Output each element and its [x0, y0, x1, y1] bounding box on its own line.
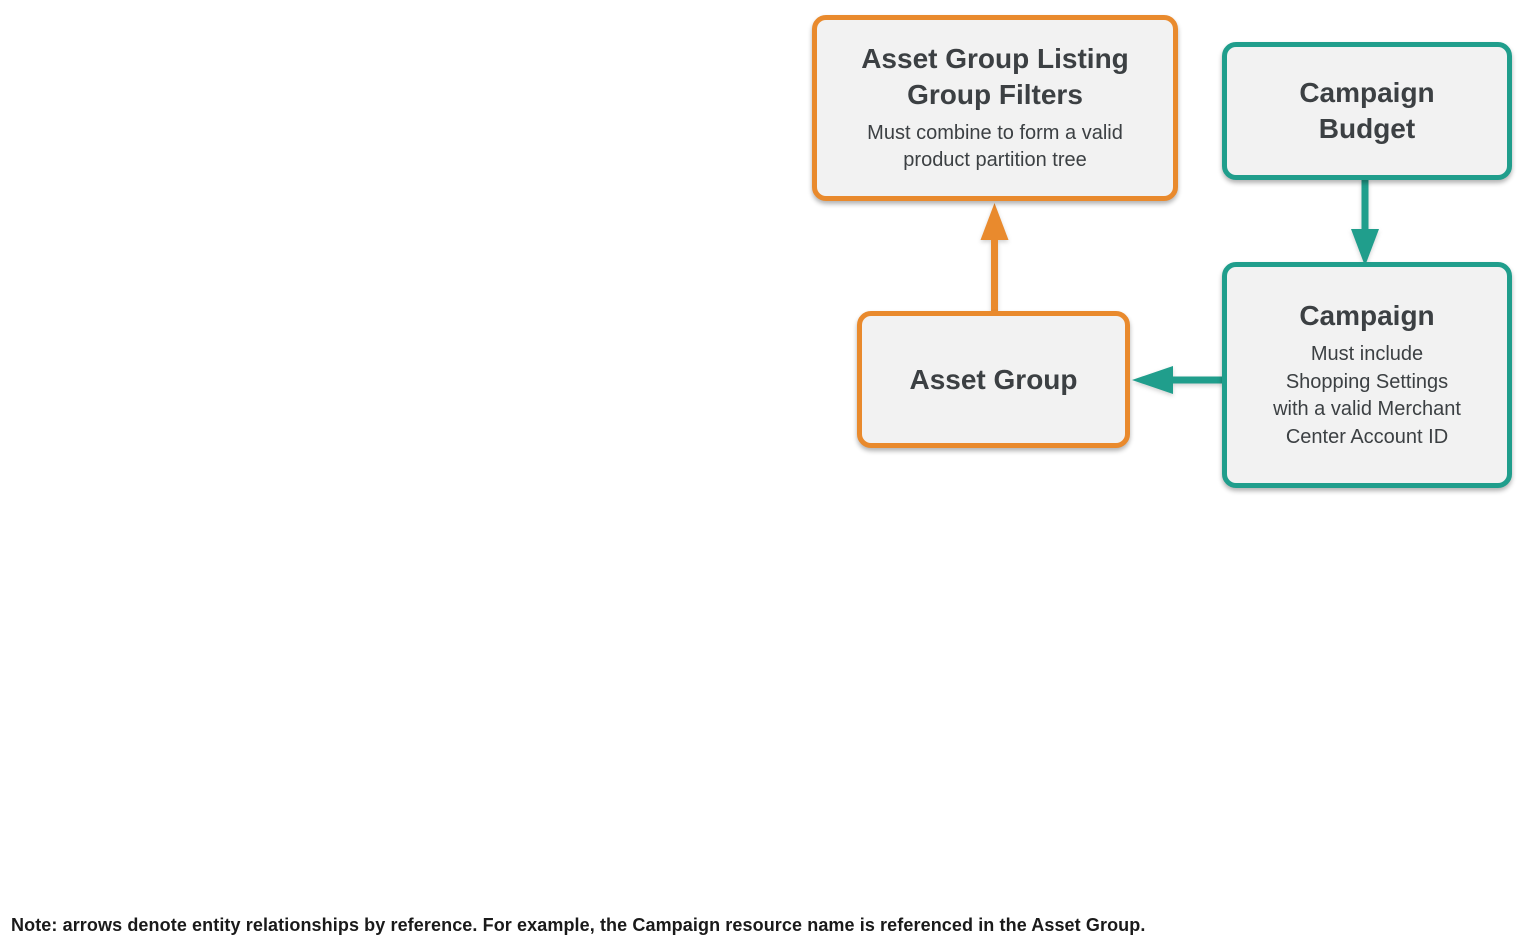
note-text: Note: arrows denote entity relationships… [11, 915, 1146, 935]
node-campaign-budget: Campaign Budget [1222, 42, 1512, 180]
node-subtitle: Must combine to form a valid product par… [867, 121, 1123, 172]
arrow-campaign-budget-to-campaign [1351, 179, 1379, 266]
node-title: Campaign [1299, 300, 1435, 332]
node-subtitle: Must include Shopping Settings with a va… [1273, 343, 1461, 448]
node-title: Asset Group [909, 363, 1078, 395]
node-asset-group-listing-group-filters: Asset Group Listing Group Filters Must c… [812, 15, 1178, 201]
arrow-campaign-to-asset-group [1132, 366, 1223, 394]
node-title: Asset Group Listing Group Filters [861, 43, 1129, 110]
node-title: Campaign Budget [1299, 77, 1435, 144]
node-asset-group: Asset Group [857, 311, 1130, 448]
arrow-asset-group-to-listing-filters [980, 203, 1009, 312]
node-campaign: Campaign Must include Shopping Settings … [1222, 262, 1512, 488]
